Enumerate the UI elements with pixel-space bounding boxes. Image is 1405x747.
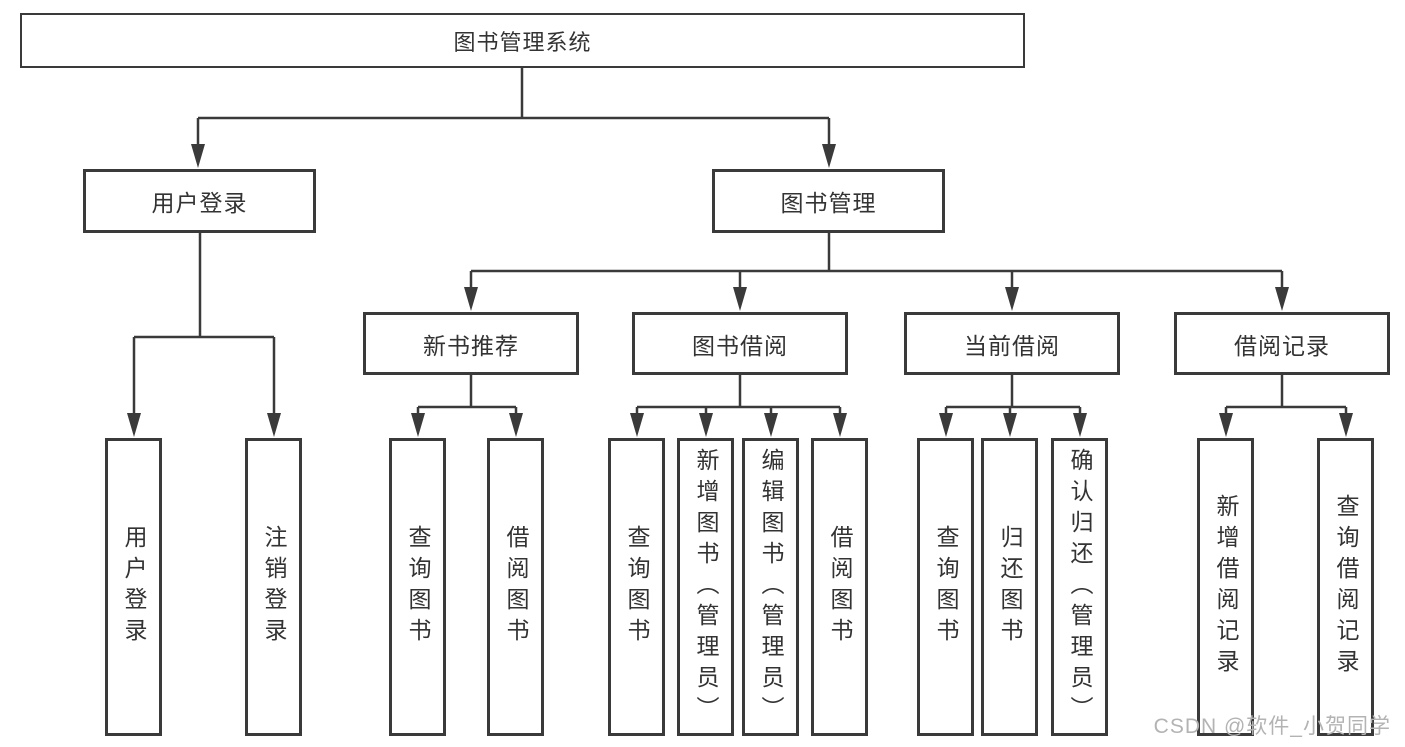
leaf-logout: 注销登录 bbox=[245, 438, 302, 736]
leaf-confirm-return-admin: 确认归还（管理员） bbox=[1051, 438, 1108, 736]
leaf-borrow-books: 借阅图书 bbox=[811, 438, 868, 736]
leaf-query-books-recommend: 查询图书 bbox=[389, 438, 446, 736]
leaf-add-book-admin: 新增图书（管理员） bbox=[677, 438, 734, 736]
node-new-book-recommendation: 新书推荐 bbox=[363, 312, 579, 375]
node-root-system: 图书管理系统 bbox=[20, 13, 1025, 68]
node-borrowing-records: 借阅记录 bbox=[1174, 312, 1390, 375]
node-user-login: 用户登录 bbox=[83, 169, 316, 233]
leaf-user-login: 用户登录 bbox=[105, 438, 162, 736]
leaf-edit-book-admin: 编辑图书（管理员） bbox=[742, 438, 799, 736]
leaf-query-books-current: 查询图书 bbox=[917, 438, 974, 736]
leaf-query-borrow-record: 查询借阅记录 bbox=[1317, 438, 1374, 736]
node-current-borrowing: 当前借阅 bbox=[904, 312, 1120, 375]
node-book-borrowing: 图书借阅 bbox=[632, 312, 848, 375]
leaf-borrow-books-recommend: 借阅图书 bbox=[487, 438, 544, 736]
node-book-management: 图书管理 bbox=[712, 169, 945, 233]
leaf-query-books-borrow: 查询图书 bbox=[608, 438, 665, 736]
leaf-add-borrow-record: 新增借阅记录 bbox=[1197, 438, 1254, 736]
leaf-return-books: 归还图书 bbox=[981, 438, 1038, 736]
watermark-text: CSDN @软件_小贺同学 bbox=[1153, 715, 1391, 738]
